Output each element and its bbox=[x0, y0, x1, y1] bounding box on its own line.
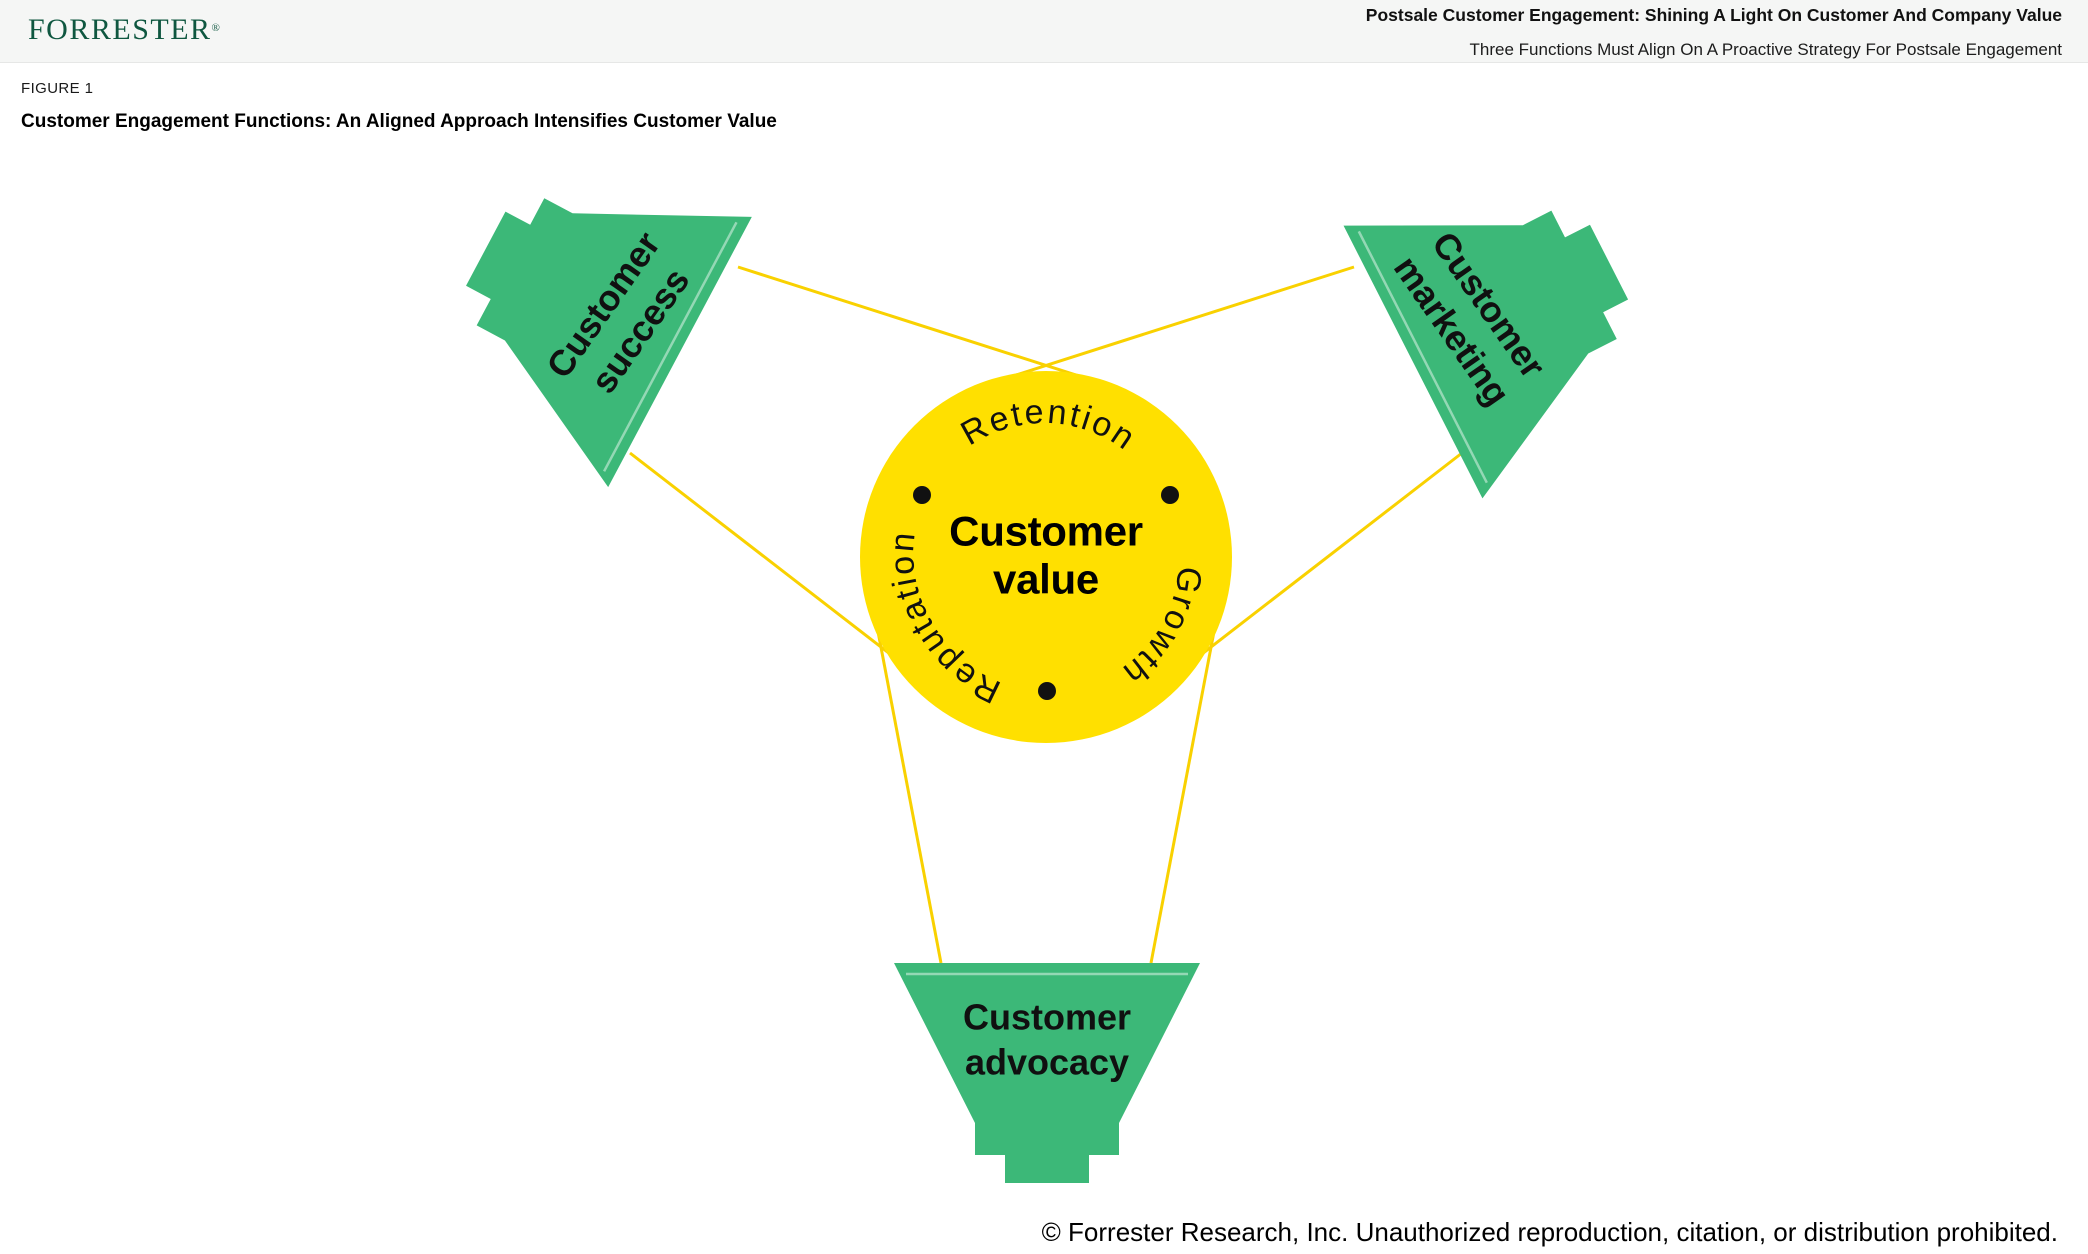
header-bar: FORRESTER® Postsale Customer Engagement:… bbox=[0, 0, 2088, 63]
registered-mark: ® bbox=[211, 22, 222, 34]
report-title: Postsale Customer Engagement: Shining A … bbox=[1365, 5, 2062, 25]
beam-line-advocacy-right bbox=[1149, 599, 1222, 964]
flashlight-label-line: Customer bbox=[962, 996, 1132, 1038]
figure-label: FIGURE 1 bbox=[21, 80, 94, 97]
beam-lines bbox=[629, 265, 1463, 964]
figure-title: Customer Engagement Functions: An Aligne… bbox=[21, 111, 777, 132]
flashlight-label-customer-advocacy: Customer advocacy bbox=[963, 995, 1131, 1084]
value-dot-left bbox=[913, 486, 931, 504]
customer-value-circle bbox=[860, 371, 1232, 743]
customer-value-label: Customer value bbox=[949, 508, 1143, 605]
header-titles: Postsale Customer Engagement: Shining A … bbox=[1365, 5, 2062, 59]
forrester-logo: FORRESTER® bbox=[28, 13, 221, 47]
value-dot-right bbox=[1161, 486, 1179, 504]
flashlight-label-line: advocacy bbox=[964, 1041, 1130, 1082]
footer-copyright: © Forrester Research, Inc. Unauthorized … bbox=[1041, 1217, 2058, 1247]
value-dot-bottom bbox=[1038, 682, 1056, 700]
beam-line-marketing-top bbox=[965, 265, 1355, 393]
customer-value-line: value bbox=[993, 556, 1099, 603]
report-subtitle: Three Functions Must Align On A Proactiv… bbox=[1469, 39, 2062, 59]
forrester-logo-text: FORRESTER bbox=[28, 13, 212, 46]
beam-line-success-top bbox=[737, 265, 1127, 393]
customer-value-line: Customer bbox=[949, 507, 1143, 555]
beam-line-advocacy-left bbox=[870, 599, 943, 964]
